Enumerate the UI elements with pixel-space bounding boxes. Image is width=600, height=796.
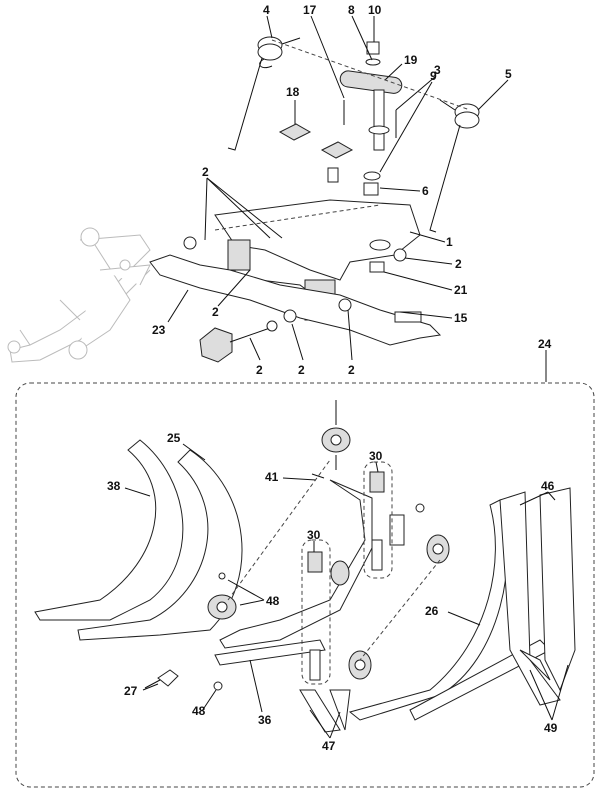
callout-4: 4: [263, 3, 270, 17]
callout-19: 19: [404, 53, 418, 67]
callout-2-mid: 2: [298, 363, 305, 377]
callout-21: 21: [454, 283, 468, 297]
callout-47: 47: [322, 739, 336, 753]
callout-36: 36: [258, 713, 272, 727]
callout-2-right: 2: [455, 257, 462, 271]
callout-30-top: 30: [369, 449, 383, 463]
main-bracket: [214, 199, 421, 321]
callout-6: 6: [422, 184, 429, 198]
callout-10: 10: [368, 3, 382, 17]
callout-27: 27: [124, 684, 138, 698]
side-deflectors-46-47: [299, 487, 576, 733]
callout-48-top: 48: [266, 594, 280, 608]
skid-plate: [149, 236, 442, 346]
right-bolt-nut: [338, 248, 407, 312]
callout-48-bottom: 48: [192, 704, 206, 718]
ghost-assembly-illustration: [7, 227, 151, 363]
adjustment-knob: [199, 309, 297, 363]
leader-lines-bottom: [124, 443, 569, 739]
callout-30-mid: 30: [307, 528, 321, 542]
mounting-pads: [278, 123, 354, 183]
callout-49: 49: [544, 721, 558, 735]
small-fasteners: [144, 473, 425, 691]
callout-2-bottom: 2: [348, 363, 355, 377]
callout-26: 26: [425, 604, 439, 618]
callout-1: 1: [446, 235, 453, 249]
callout-2-top: 2: [202, 165, 209, 179]
callout-25: 25: [167, 431, 181, 445]
callout-2-left: 2: [212, 305, 219, 319]
callout-17: 17: [303, 3, 317, 17]
callout-23: 23: [152, 323, 166, 337]
callout-24: 24: [538, 337, 552, 351]
callout-labels: 4 17 8 10 19 3 5 9 18 6 2 1 2 21 2 15 23…: [107, 3, 558, 753]
callout-2-knob: 2: [256, 363, 263, 377]
callout-38: 38: [107, 479, 121, 493]
callout-3: 3: [434, 63, 441, 77]
left-torsion-spring: [227, 36, 301, 151]
kit-24-enclosure: [15, 382, 595, 788]
rollers-and-wheels: [207, 400, 450, 680]
callout-18: 18: [286, 85, 300, 99]
callout-41: 41: [265, 470, 279, 484]
callout-9: 9: [430, 69, 437, 83]
leader-lines-top: [167, 15, 547, 382]
brackets-30: [301, 461, 393, 685]
callout-5: 5: [505, 67, 512, 81]
pivot-pin-assembly: [339, 41, 403, 196]
guide-arms: [214, 479, 405, 666]
callout-46: 46: [541, 479, 555, 493]
right-torsion-spring: [429, 99, 480, 233]
callout-15: 15: [454, 311, 468, 325]
callout-8: 8: [348, 3, 355, 17]
